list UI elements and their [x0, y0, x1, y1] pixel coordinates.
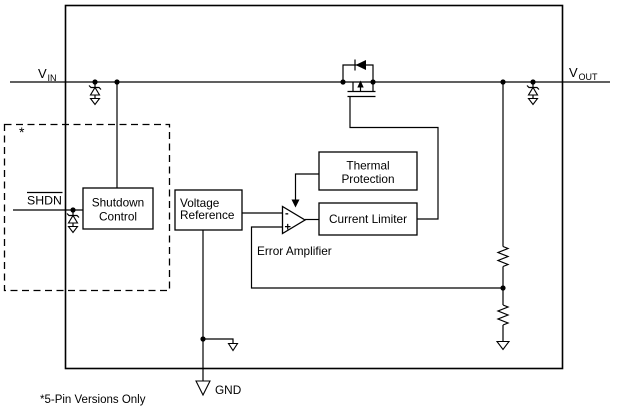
junction-dot: [70, 207, 76, 213]
ic-boundary-box: [64, 4, 564, 370]
arrow-down-icon: [291, 199, 300, 208]
asterisk-marker: *: [19, 124, 25, 140]
svg-text:IN: IN: [48, 73, 57, 83]
block-voltage-reference: [174, 189, 243, 231]
svg-text:OUT: OUT: [579, 72, 599, 82]
svg-text:SHDN: SHDN: [27, 194, 62, 208]
junction-dot: [500, 285, 506, 291]
svg-text:V: V: [569, 65, 578, 80]
pin-label-gnd: GND: [215, 383, 241, 397]
footnote-text: *5-Pin Versions Only: [40, 394, 146, 406]
error-amplifier-label: Error Amplifier: [257, 244, 332, 258]
svg-text:Current Limiter: Current Limiter: [329, 212, 407, 226]
svg-text:Reference: Reference: [180, 208, 235, 222]
gnd-branch-wire: [203, 338, 234, 344]
ground-symbol-branch-icon: [227, 342, 239, 352]
junction-dot: [92, 79, 98, 85]
svg-text:Shutdown: Shutdown: [92, 196, 144, 210]
pass-transistor-icon: [342, 59, 376, 98]
body-diode-icon: [354, 59, 366, 71]
pin-label-vin: V IN: [38, 66, 57, 83]
esd-diode-shdn-icon: [66, 211, 80, 234]
gate-drive-wire: [349, 96, 439, 220]
ground-symbol-gnd-pin-icon: [195, 380, 211, 397]
block-shutdown-control: [82, 187, 154, 230]
junction-dot: [370, 79, 376, 85]
opamp-plus-sign: +: [285, 222, 291, 234]
svg-text:Thermal: Thermal: [346, 159, 389, 173]
feedback-wire: [250, 226, 503, 289]
resistor-bottom-icon: [497, 304, 509, 326]
esd-diode-vout-icon: [526, 83, 540, 106]
junction-dot: [530, 79, 536, 85]
junction-dot: [500, 79, 506, 85]
junction-dot: [340, 79, 346, 85]
svg-text:Protection: Protection: [341, 172, 394, 186]
mosfet-arrow-head: [357, 80, 364, 88]
error-amplifier-triangle-icon: [281, 205, 307, 235]
esd-diode-vin-icon: [88, 83, 102, 106]
svg-text:Control: Control: [99, 210, 137, 224]
optional-5pin-dashed-box: [3, 123, 171, 292]
thermal-to-amplifier-wire: [294, 173, 319, 200]
svg-text:V: V: [38, 66, 47, 81]
junction-dot: [114, 79, 120, 85]
body-diode-loop-wire: [342, 64, 374, 82]
pin-label-vout: V OUT: [569, 65, 598, 82]
ground-symbol-divider-icon: [495, 340, 511, 351]
opamp-minus-sign: -: [285, 208, 289, 220]
svg-text:Voltage: Voltage: [180, 196, 220, 210]
block-thermal-protection: [318, 151, 418, 191]
resistor-top-icon: [497, 245, 509, 268]
pin-label-shdn: SHDN: [27, 191, 63, 208]
